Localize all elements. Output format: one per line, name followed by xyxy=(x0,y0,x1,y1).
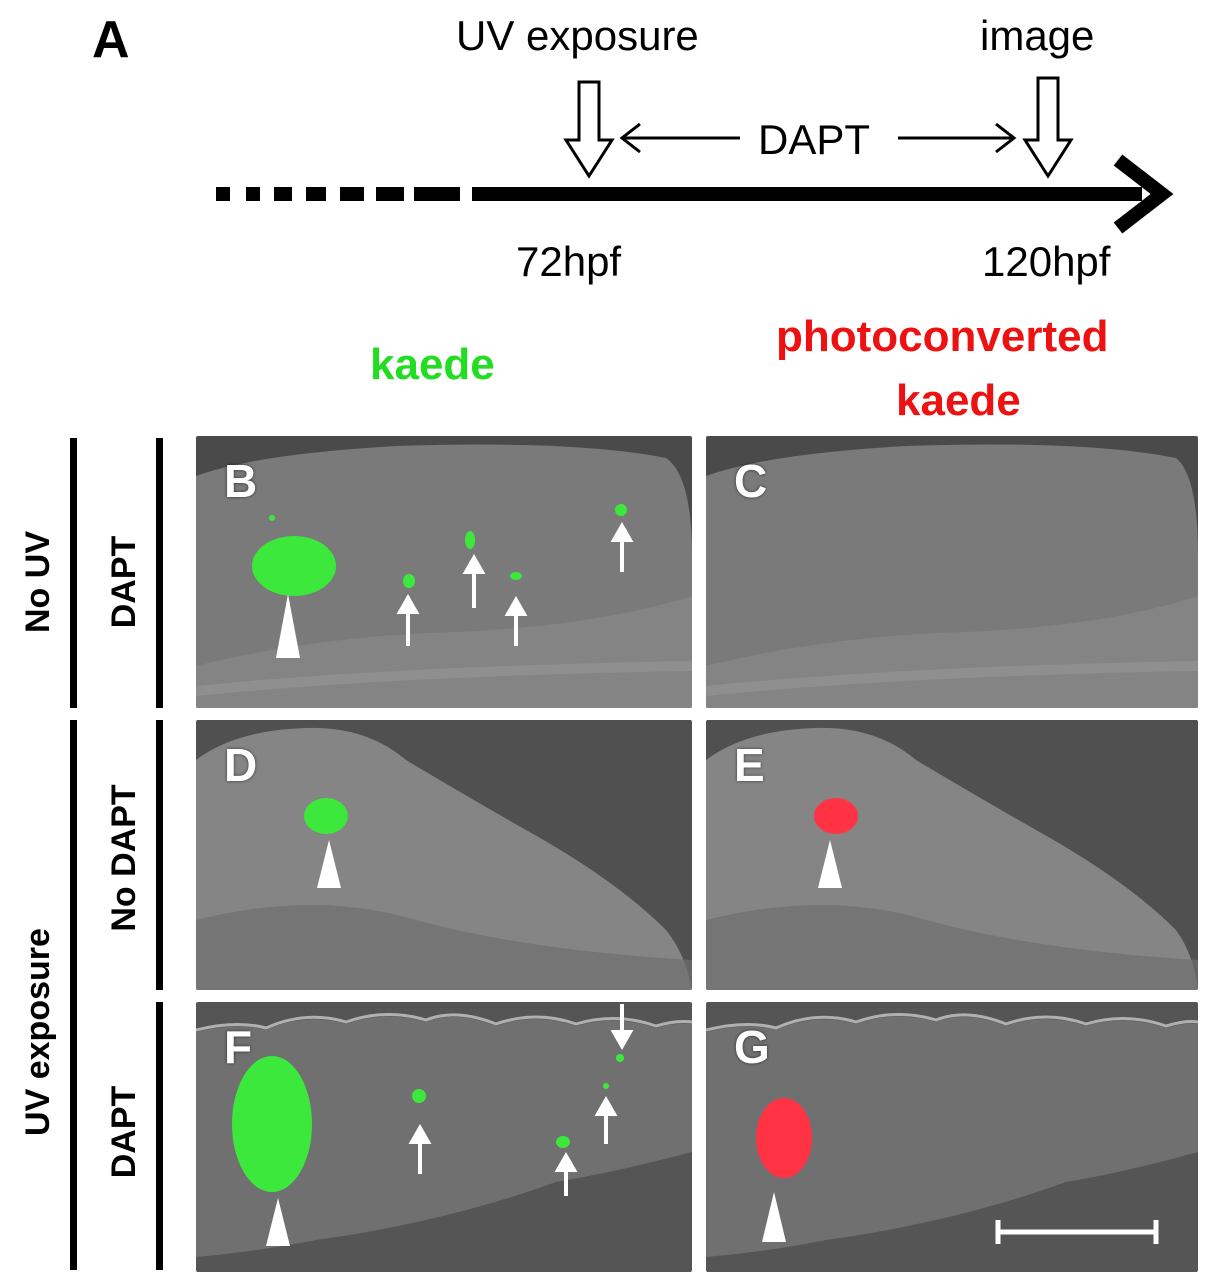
uv-down-arrow-icon xyxy=(563,80,615,179)
green-cell-cluster xyxy=(304,798,348,834)
arrowhead-icon xyxy=(266,1198,290,1246)
arrowhead-icon xyxy=(276,594,300,658)
row1-bar xyxy=(156,438,163,708)
green-cell-cluster xyxy=(232,1056,312,1192)
panel-b: B xyxy=(196,436,692,708)
panel-d: D xyxy=(196,720,692,990)
timeline-solid-line xyxy=(472,187,1142,201)
photoconverted-header-line1: photoconverted xyxy=(776,312,1109,361)
start-time-label: 72hpf xyxy=(516,238,622,285)
end-time-label: 120hpf xyxy=(982,238,1111,285)
panel-c: C xyxy=(706,436,1198,708)
green-cell xyxy=(510,572,522,580)
panel-f: F xyxy=(196,1002,692,1272)
image-label: image xyxy=(980,12,1095,59)
row3-bar xyxy=(156,1002,163,1270)
image-down-arrow-icon xyxy=(1022,76,1074,179)
arrowhead-icon xyxy=(818,840,842,888)
green-cell xyxy=(616,1054,624,1062)
green-cell xyxy=(615,504,627,516)
dapt-right-arrow-icon xyxy=(995,122,1017,154)
uv-exposure-label-vertical: UV exposure xyxy=(19,928,57,1136)
panel-letter-b: B xyxy=(224,455,258,507)
uv-exposure-bar xyxy=(70,720,77,1270)
row2-no-dapt-label: No DAPT xyxy=(105,784,143,932)
green-cell xyxy=(403,574,415,588)
kaede-header: kaede xyxy=(370,340,495,389)
panel-e: E xyxy=(706,720,1198,990)
panel-g: G xyxy=(706,1002,1198,1272)
no-uv-label: No UV xyxy=(19,531,57,633)
panel-letter-d: D xyxy=(224,739,258,791)
uv-exposure-label: UV exposure xyxy=(456,12,699,59)
green-cell xyxy=(556,1136,570,1148)
row1-dapt-label: DAPT xyxy=(105,535,143,629)
arrowhead-icon xyxy=(317,840,341,888)
panel-letter-e: E xyxy=(734,739,765,791)
row2-bar xyxy=(156,720,163,990)
panel-letter-c: C xyxy=(734,455,768,507)
timeline-arrowhead xyxy=(1113,154,1174,234)
dapt-timeline-label: DAPT xyxy=(758,116,871,163)
scale-bar xyxy=(995,1220,1159,1244)
panel-letter-f: F xyxy=(224,1021,253,1073)
panel-letter-g: G xyxy=(734,1021,770,1073)
arrowhead-icon xyxy=(762,1192,786,1242)
white-arrow-icon xyxy=(396,521,634,646)
panel-letter-a: A xyxy=(92,11,130,69)
no-uv-bar xyxy=(70,438,77,708)
green-cell xyxy=(465,531,475,549)
row3-dapt-label: DAPT xyxy=(105,1085,143,1179)
photoconverted-header-line2: kaede xyxy=(896,376,1021,425)
dapt-left-arrow-icon xyxy=(619,122,641,154)
green-cell-cluster xyxy=(252,536,336,596)
white-arrow-icon xyxy=(408,1004,634,1196)
timeline-diagram xyxy=(216,76,1174,234)
timeline-dashed-segment xyxy=(216,187,460,201)
red-cell-cluster xyxy=(814,798,858,834)
red-cell-cluster xyxy=(756,1098,812,1178)
green-cell xyxy=(412,1089,426,1103)
